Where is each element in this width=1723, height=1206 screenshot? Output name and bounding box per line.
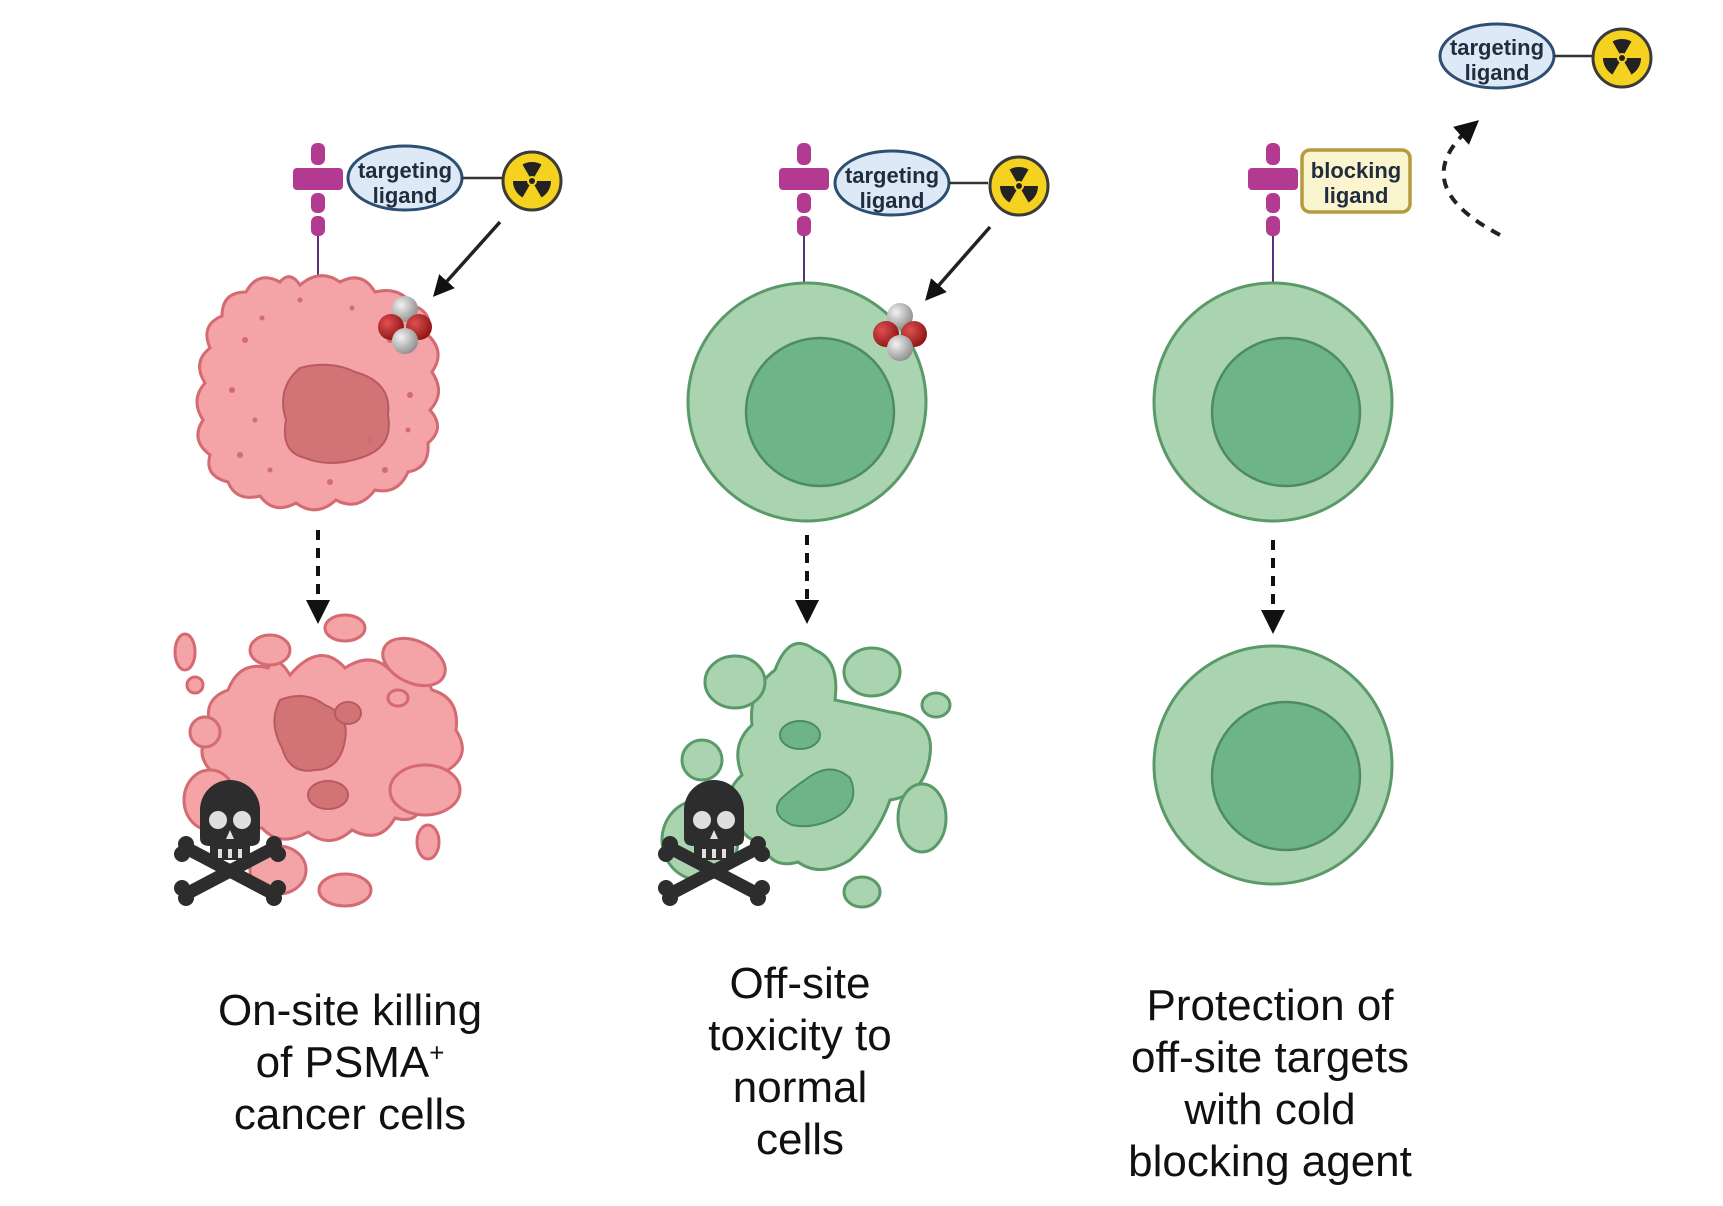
ligand-label-line2: ligand [373,183,438,208]
caption-line: off-site targets [1131,1033,1409,1082]
lysed-cancer-fragments [273,695,362,810]
caption-cancer: On-site killing of PSMA+ cancer cells [160,985,540,1141]
deflected-dashed-arrow-icon [1441,120,1501,237]
ligand-label-line1: targeting [358,158,452,183]
caption-line: Off-site [729,959,871,1008]
arrow-radiation-to-cell [432,220,502,297]
caption-line: Protection of [1146,981,1394,1030]
caption-normal-toxicity: Off-site toxicity to normal cells [640,958,960,1166]
radiation-icon [501,150,563,212]
caption-line: normal [732,1063,868,1112]
ligand-label-line1: targeting [845,163,939,188]
caption-line-text: of PSMA [255,1038,430,1087]
ligand-label-line2: ligand [1465,60,1530,85]
normal-cell [1152,281,1394,523]
targeting-ligand-1: targeting ligand [346,144,464,212]
radiation-icon [1591,27,1653,89]
ligand-label-line2: ligand [1324,183,1389,208]
ligand-label-line1: targeting [1450,35,1544,60]
cancer-granules [229,297,413,485]
caption-line: cancer cells [233,1090,467,1139]
ligand-label-line2: ligand [860,188,925,213]
panel-cancer: targeting ligand [174,142,563,906]
arrow-radiation-to-cell [925,225,992,301]
free-targeting-ligand: targeting ligand [1438,22,1556,90]
caption-line: blocking agent [1128,1137,1412,1186]
caption-protection: Protection of off-site targets with cold… [1070,980,1470,1188]
caption-line: of PSMA+ [160,1037,540,1089]
ligand-label-line1: blocking [1311,158,1401,183]
caption-line: On-site killing [217,986,483,1035]
caption-line: toxicity to [708,1011,892,1060]
targeting-ligand-2: targeting ligand [833,149,951,217]
caption-superscript: + [429,1037,445,1068]
blocking-ligand: blocking ligand [1300,148,1412,214]
lysed-normal-fragments [776,720,855,828]
normal-cell [686,281,928,523]
cancer-nucleus [282,363,390,464]
caption-line: with cold [1184,1085,1356,1134]
radiation-icon [988,155,1050,217]
panel-normal-protected: blocking ligand targeting ligand [1152,22,1653,886]
caption-line: cells [755,1115,845,1164]
panel-normal-toxicity: targeting ligand [658,142,1050,907]
intact-normal-cell [1152,644,1394,886]
